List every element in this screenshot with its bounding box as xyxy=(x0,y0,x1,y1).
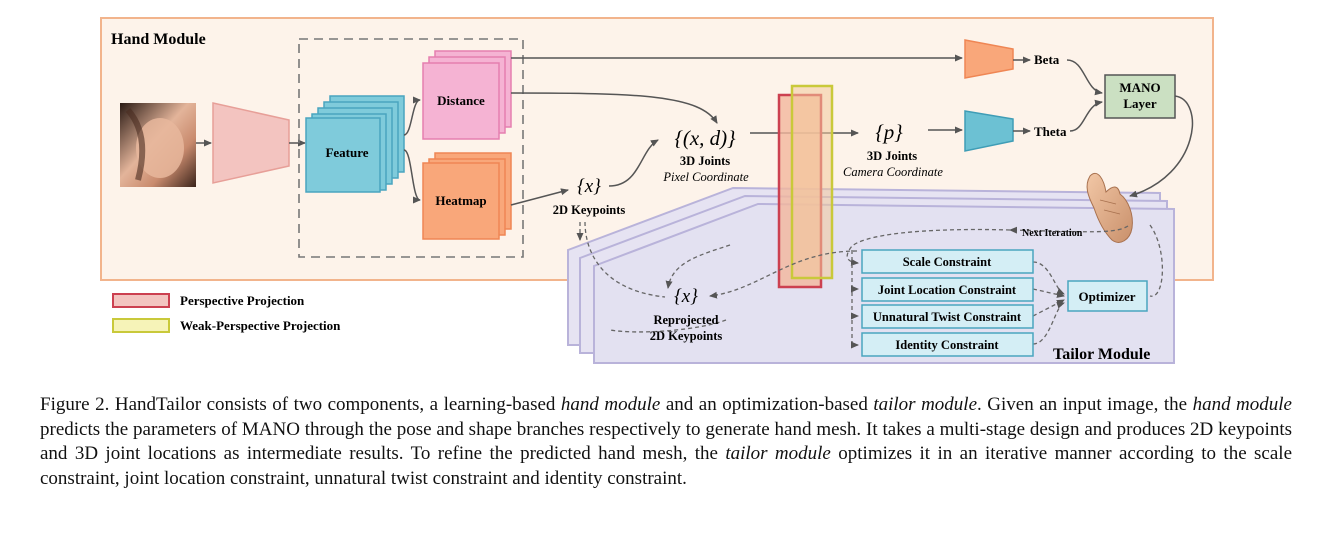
caption-text: . Given an input image, the xyxy=(977,394,1193,415)
joint-location-constraint-box xyxy=(861,277,1034,302)
optimizer-box xyxy=(1067,280,1148,312)
caption-text: and an optimization-based xyxy=(660,394,874,415)
weak-perspective-projection-bar xyxy=(790,84,834,280)
legend-weak-perspective-label: Weak-Perspective Projection xyxy=(180,318,341,333)
joints-cam-sub: Camera Coordinate xyxy=(843,165,943,179)
encoder xyxy=(212,102,290,184)
next-iteration-label: Next Iteration xyxy=(1022,228,1083,239)
hand-mesh xyxy=(1086,172,1133,243)
scale-constraint-box xyxy=(861,249,1034,274)
unnatural-twist-constraint-box xyxy=(861,304,1034,329)
reprojected-label-line1: Reprojected xyxy=(653,313,718,327)
joints-pixel-sub: Pixel Coordinate xyxy=(662,170,749,184)
scale-constraint-label: Scale Constraint xyxy=(903,255,992,269)
caption-emphasis: hand module xyxy=(560,394,661,415)
heatmap-stack xyxy=(422,152,512,240)
caption-emphasis: tailor module xyxy=(725,443,831,464)
legend-weak-perspective-swatch xyxy=(112,318,170,333)
heatmap-label: Heatmap xyxy=(435,193,486,208)
legend-perspective-swatch xyxy=(112,293,170,308)
identity-constraint-label: Identity Constraint xyxy=(895,338,999,352)
joints-pixel-symbol: {(x, d)} xyxy=(674,126,736,150)
beta-head xyxy=(964,39,1014,79)
tailor-module-title: Tailor Module xyxy=(1053,346,1150,363)
feature-group-box xyxy=(298,38,524,258)
unnatural-twist-constraint-label: Unnatural Twist Constraint xyxy=(873,310,1022,324)
beta-label: Beta xyxy=(1034,52,1060,67)
legend: Perspective Projection Weak-Perspective … xyxy=(112,293,341,333)
feature-stack xyxy=(305,95,405,193)
keypoints-2d-label: 2D Keypoints xyxy=(553,203,626,217)
mano-label-line2: Layer xyxy=(1123,96,1156,111)
identity-constraint-box xyxy=(861,332,1034,357)
reprojected-symbol: {x} xyxy=(674,286,698,307)
optimizer-label: Optimizer xyxy=(1078,289,1135,304)
theta-head xyxy=(964,110,1014,152)
caption-text: predicts the parameters of MANO through … xyxy=(40,418,1292,465)
input-image xyxy=(120,103,196,187)
caption-text: Figure 2. HandTailor consists of two com… xyxy=(40,394,561,415)
caption-text: optimizes it in an iterative manner acco… xyxy=(40,443,1292,489)
distance-label: Distance xyxy=(437,93,485,108)
constraint-boxes xyxy=(861,249,1034,357)
hand-module-title: Hand Module xyxy=(111,31,206,48)
caption-emphasis: hand module xyxy=(1192,394,1292,415)
mano-label-line1: MANO xyxy=(1119,80,1160,95)
joints-pixel-label: 3D Joints xyxy=(680,154,730,168)
mano-layer-box xyxy=(1104,74,1176,119)
feature-label: Feature xyxy=(325,145,368,160)
reprojected-label-line2: 2D Keypoints xyxy=(650,329,723,343)
caption-emphasis: tailor module xyxy=(873,394,978,415)
legend-perspective-label: Perspective Projection xyxy=(180,293,305,308)
figure-caption: Figure 2. HandTailor consists of two com… xyxy=(40,393,1292,491)
distance-stack xyxy=(422,50,512,140)
joints-cam-symbol: {p} xyxy=(875,120,903,144)
keypoints-2d-symbol: {x} xyxy=(577,176,601,197)
joints-cam-label: 3D Joints xyxy=(867,149,917,163)
joint-location-constraint-label: Joint Location Constraint xyxy=(878,283,1017,297)
theta-label: Theta xyxy=(1034,124,1067,139)
